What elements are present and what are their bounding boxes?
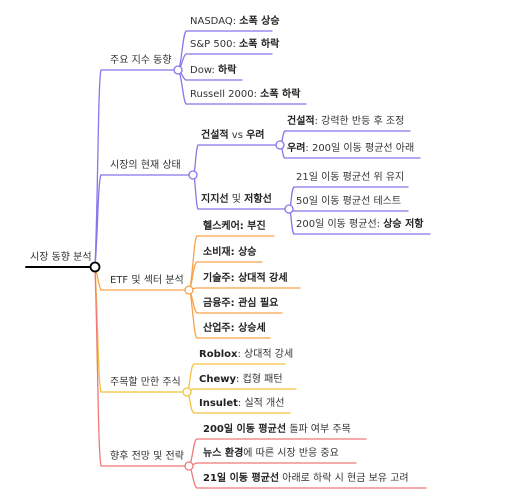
- node-branch-4: [182, 387, 192, 397]
- edge-root-branch-2: [94, 174, 102, 268]
- node-branch-3: [184, 285, 194, 295]
- branch-2-label: 시장의 현재 상태: [110, 160, 181, 171]
- b3-child-1: 헬스케어: 부진: [203, 221, 266, 232]
- branch-3-label: ETF 및 섹터 분석: [110, 275, 184, 286]
- b3-child-4: 금융주: 관심 필요: [203, 298, 279, 309]
- edge-b2-g1: [193, 144, 199, 176]
- node-b2-g2: [284, 204, 294, 214]
- b4-child-1: Roblox: 상대적 강세: [199, 349, 294, 360]
- b4-child-2: Chewy: 컵형 패턴: [199, 374, 283, 385]
- b2-g1-child-1: 건설적: 강력한 반등 후 조정: [287, 116, 405, 127]
- edge-b3-c5: [189, 289, 198, 339]
- b5-child-2: 뉴스 환경에 따른 시장 반응 중요: [203, 448, 339, 459]
- edge-b2-g2: [193, 174, 199, 210]
- edge-b1-c1: [178, 30, 187, 71]
- node-branch-2: [188, 170, 198, 180]
- b2-g2-child-1: 21일 이동 평균선 위 유지: [296, 172, 405, 183]
- b5-child-1: 200일 이동 평균선 돌파 여부 주목: [203, 424, 351, 435]
- b5-child-3: 21일 이동 평균선 아래로 하락 시 현금 보유 고려: [203, 473, 409, 484]
- branch-5-label: 향후 전망 및 전략: [110, 451, 184, 462]
- b2-g2-child-3: 200일 이동 평균선: 상승 저항: [296, 219, 424, 230]
- b2-g1-child-2: 우려: 200일 이동 평균선 아래: [287, 143, 415, 154]
- node-branch-5: [184, 461, 194, 471]
- node-branch-1: [173, 65, 183, 75]
- branch-1-label: 주요 지수 동향: [110, 55, 172, 66]
- b3-child-5: 산업주: 상승세: [203, 323, 266, 334]
- node-b2-g1: [275, 140, 285, 150]
- root-label: 시장 동향 분석: [30, 252, 92, 263]
- b2-group-1-label: 건설적 vs 우려: [201, 130, 265, 141]
- b1-child-3: Dow: 하락: [190, 65, 237, 76]
- root-node: [89, 261, 101, 273]
- b1-child-1: NASDAQ: 소폭 상승: [190, 16, 280, 27]
- b1-child-4: Russell 2000: 소폭 하락: [190, 89, 301, 100]
- edge-root-branch-5: [94, 266, 102, 467]
- b4-child-3: Insulet: 실적 개선: [199, 398, 285, 409]
- edge-root-branch-1: [94, 69, 102, 268]
- b3-child-3: 기술주: 상대적 강세: [203, 273, 288, 284]
- branch-4-label: 주목할 만한 주식: [110, 377, 181, 388]
- b2-group-2-label: 지지선 및 저항선: [201, 194, 272, 205]
- edge-b3-c2: [189, 261, 198, 291]
- b2-g2-child-2: 50일 이동 평균선 테스트: [296, 196, 402, 207]
- b3-child-2: 소비재: 상승: [203, 247, 257, 258]
- b1-child-2: S&P 500: 소폭 하락: [190, 39, 280, 50]
